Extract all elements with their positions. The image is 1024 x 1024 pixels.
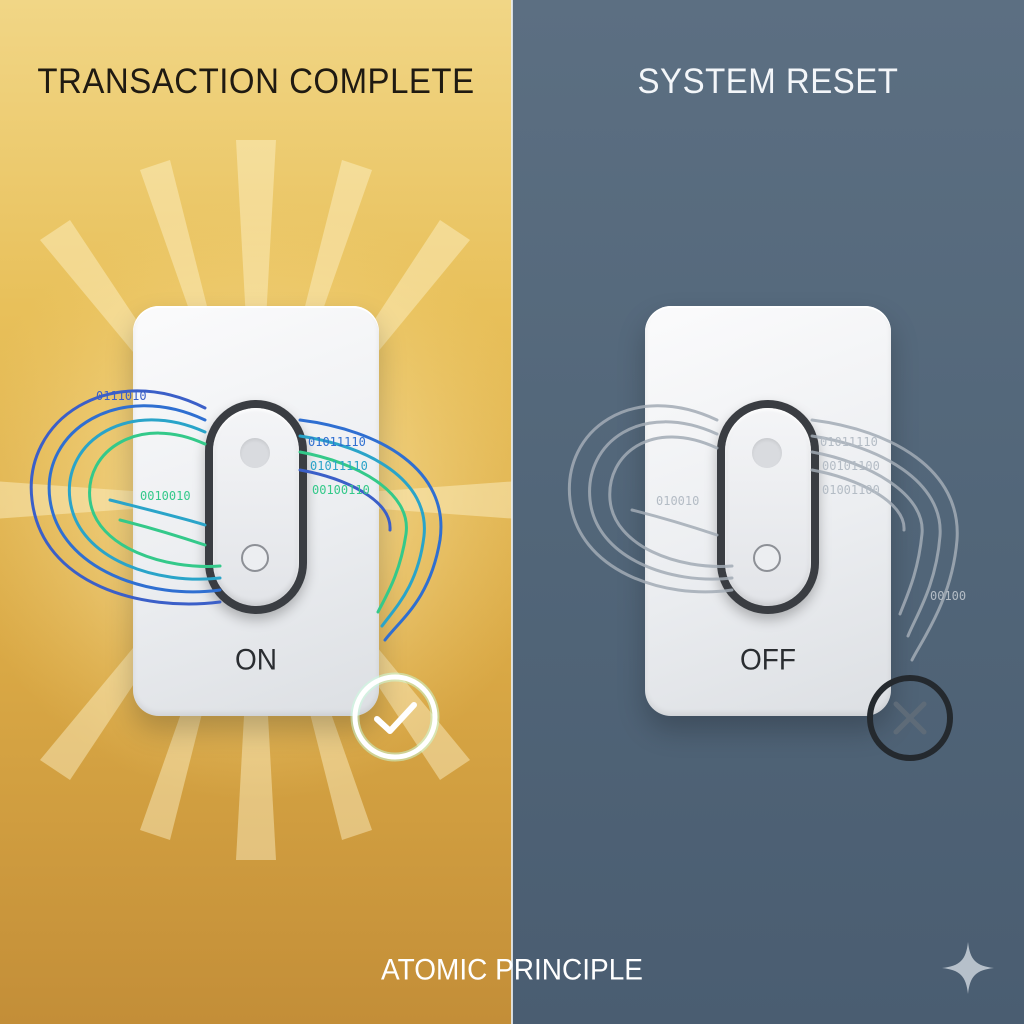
toggle-indicator-bottom bbox=[241, 544, 269, 572]
toggle-rocker bbox=[725, 408, 811, 606]
page-title: TRANSACTION COMPLETE bbox=[37, 60, 475, 101]
toggle-switch-on[interactable] bbox=[205, 400, 307, 614]
toggle-indicator-bottom bbox=[753, 544, 781, 572]
binary-string: 00100 bbox=[930, 589, 966, 603]
x-icon bbox=[867, 675, 953, 761]
page-title: SYSTEM RESET bbox=[637, 60, 899, 101]
checkmark-icon bbox=[350, 672, 440, 762]
toggle-rocker bbox=[213, 408, 299, 606]
toggle-indicator-top bbox=[752, 438, 782, 468]
toggle-indicator-top bbox=[240, 438, 270, 468]
switch-plate-off: OFF bbox=[645, 306, 891, 716]
switch-label-on: ON bbox=[235, 643, 277, 676]
footer-caption: ATOMIC PRINCIPLE bbox=[381, 953, 643, 986]
toggle-switch-off[interactable] bbox=[717, 400, 819, 614]
switch-plate-on: ON bbox=[133, 306, 379, 716]
switch-label-off: OFF bbox=[740, 643, 796, 676]
transaction-complete-panel: TRANSACTION COMPLETE ON bbox=[0, 0, 512, 1024]
system-reset-panel: SYSTEM RESET OFF 01011 bbox=[512, 0, 1024, 1024]
sparkle-icon bbox=[942, 942, 994, 994]
panel-divider bbox=[511, 0, 513, 1024]
